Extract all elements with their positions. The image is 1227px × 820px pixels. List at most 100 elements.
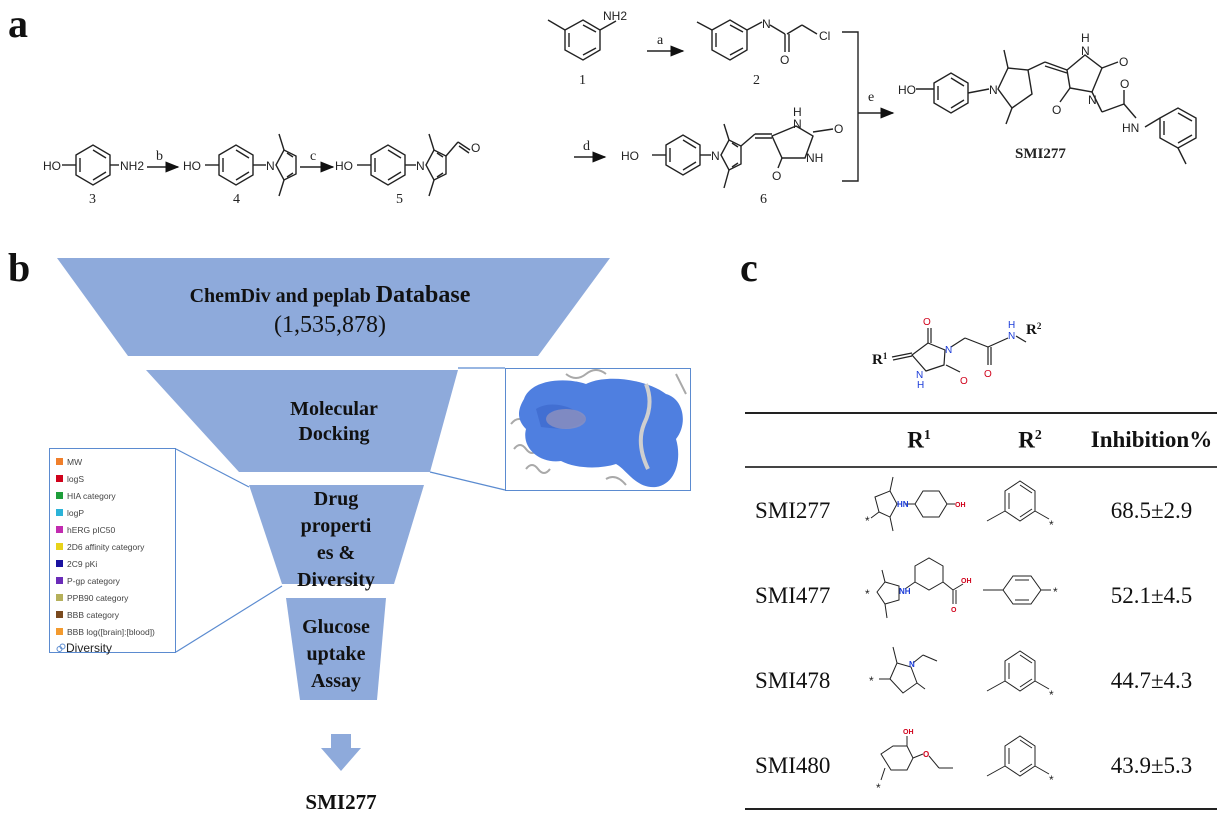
r2-meta-tolyl-drawing: * [986, 480, 1054, 532]
r1-structure-drawing: N * [869, 646, 938, 694]
funnel-stage-glucose-assay [286, 598, 386, 700]
c2-n: N [762, 17, 771, 31]
legend-label: Diversity [66, 641, 113, 655]
panel-label-b: b [8, 245, 31, 290]
reagent-c: c [310, 149, 316, 164]
r1-atom: O [951, 607, 957, 614]
attachment-star: * [1049, 773, 1054, 787]
compound-label-2: 2 [753, 73, 760, 88]
scaffold-n3: N [916, 370, 923, 381]
stage-database-count: (1,535,878) [274, 312, 386, 338]
p-n1: N [989, 83, 998, 97]
c3-nh2: NH2 [120, 159, 144, 173]
table-row: SMI477 NH OH O * [745, 553, 1217, 638]
legend-swatch [56, 560, 63, 567]
stage-drug-line: Drug [313, 488, 359, 510]
attachment-star: * [869, 674, 874, 688]
stage-glucose-line: Assay [310, 670, 361, 692]
legend-label: P-gp category [67, 575, 120, 586]
scaffold-n1: N [945, 345, 952, 356]
stage-docking-text: Molecular Docking [234, 397, 434, 447]
c5-o: O [471, 141, 480, 155]
reagent-d: d [583, 139, 590, 154]
stage-drug-properties-text: Drug properti es & Diversity [276, 486, 396, 594]
c6-nh: NH [806, 151, 823, 165]
legend-item: logP [56, 504, 175, 521]
r1-structure: NH OH O * [864, 553, 974, 638]
compound-name: SMI477 [755, 582, 831, 608]
p-h: H [1081, 31, 1090, 45]
scaffold-r1: R1 [872, 351, 888, 368]
inhibition-value: 43.9±5.3 [1086, 723, 1217, 810]
legend-label: 2C9 pKi [67, 558, 98, 569]
p-ho: HO [898, 83, 916, 97]
compound-label-4: 4 [233, 192, 240, 207]
product-structure [916, 49, 1197, 165]
reagent-e: e [868, 90, 874, 105]
stage-drug-line: es & [316, 542, 356, 564]
r1-atom: OH [961, 578, 972, 585]
legend-label: PPB90 category [67, 592, 129, 603]
legend-swatch [56, 475, 63, 482]
attachment-star: * [865, 514, 870, 528]
funnel-stage-database [57, 258, 610, 356]
r1-atom: HN [897, 500, 909, 509]
p-o1: O [1119, 55, 1128, 69]
legend-swatch [56, 577, 63, 584]
c6-o2: O [772, 169, 781, 183]
compound-label-3: 3 [89, 192, 96, 207]
docking-callout-line-bottom [429, 471, 506, 491]
funnel-stage-docking [146, 370, 458, 472]
c5-ho: HO [335, 159, 353, 173]
legend-label: BBB category [67, 609, 119, 620]
diversity-icon [56, 643, 66, 652]
stage-database-title: ChemDiv and peplab Database [130, 283, 530, 309]
drug-property-legend: MW logS HIA category logP hERG pIC50 2D6… [49, 448, 176, 655]
legend-label: 2D6 affinity category [67, 541, 145, 552]
scaffold-o1: O [923, 317, 931, 328]
inhibition-value: 44.7±4.3 [1110, 667, 1193, 693]
scaffold-h1: H [1008, 320, 1015, 331]
attachment-star: * [865, 587, 870, 601]
stage-docking-line: Docking [298, 423, 370, 445]
legend-swatch [56, 509, 63, 516]
p-n2: N [1081, 44, 1090, 58]
inhibition-value: 68.5±2.9 [1110, 497, 1193, 523]
panel-label-a: a [8, 1, 28, 46]
compound-label-6: 6 [760, 192, 767, 207]
p-n3: N [1088, 93, 1097, 107]
legend-item: HIA category [56, 487, 175, 504]
compound-4-structure [205, 133, 297, 197]
scaffold-o2: O [984, 369, 992, 380]
table-header-row: R1 R2 Inhibition% [745, 412, 1217, 468]
c6-ho: HO [621, 149, 639, 163]
scaffold-n2: N [1008, 331, 1015, 342]
r1-atom: O [923, 750, 929, 759]
header-compound [745, 412, 864, 468]
c2-cl: Cl [819, 29, 830, 43]
c3-ho: HO [43, 159, 61, 173]
c6-h: H [793, 105, 802, 119]
legend-swatch [56, 628, 63, 635]
stage-glucose-text: Glucose uptake Assay [286, 614, 386, 695]
legend-swatch [56, 543, 63, 550]
r1-structure: HN OH * [864, 467, 974, 553]
stage-docking-line: Molecular [290, 398, 378, 420]
table-row: SMI277 HN OH * [745, 467, 1217, 553]
compound-5-structure [357, 133, 471, 197]
r1-atom: NH [899, 587, 911, 596]
legend-item: 2D6 affinity category [56, 538, 175, 555]
legend-item: 2C9 pKi [56, 555, 175, 572]
sar-table: R1 R2 Inhibition% SMI277 HN OH * [745, 412, 1217, 810]
attachment-star: * [1049, 518, 1054, 532]
c6-o1: O [834, 122, 843, 136]
stage-database-name: ChemDiv and peplab [189, 285, 371, 307]
r1-structure: N * [864, 638, 974, 723]
compound-3-structure [62, 144, 119, 186]
stage-drug-line: Diversity [297, 569, 375, 591]
legend-swatch [56, 594, 63, 601]
compound-label-5: 5 [396, 192, 403, 207]
attachment-star: * [876, 781, 881, 795]
down-arrow-icon [321, 734, 361, 771]
legend-item: hERG pIC50 [56, 521, 175, 538]
